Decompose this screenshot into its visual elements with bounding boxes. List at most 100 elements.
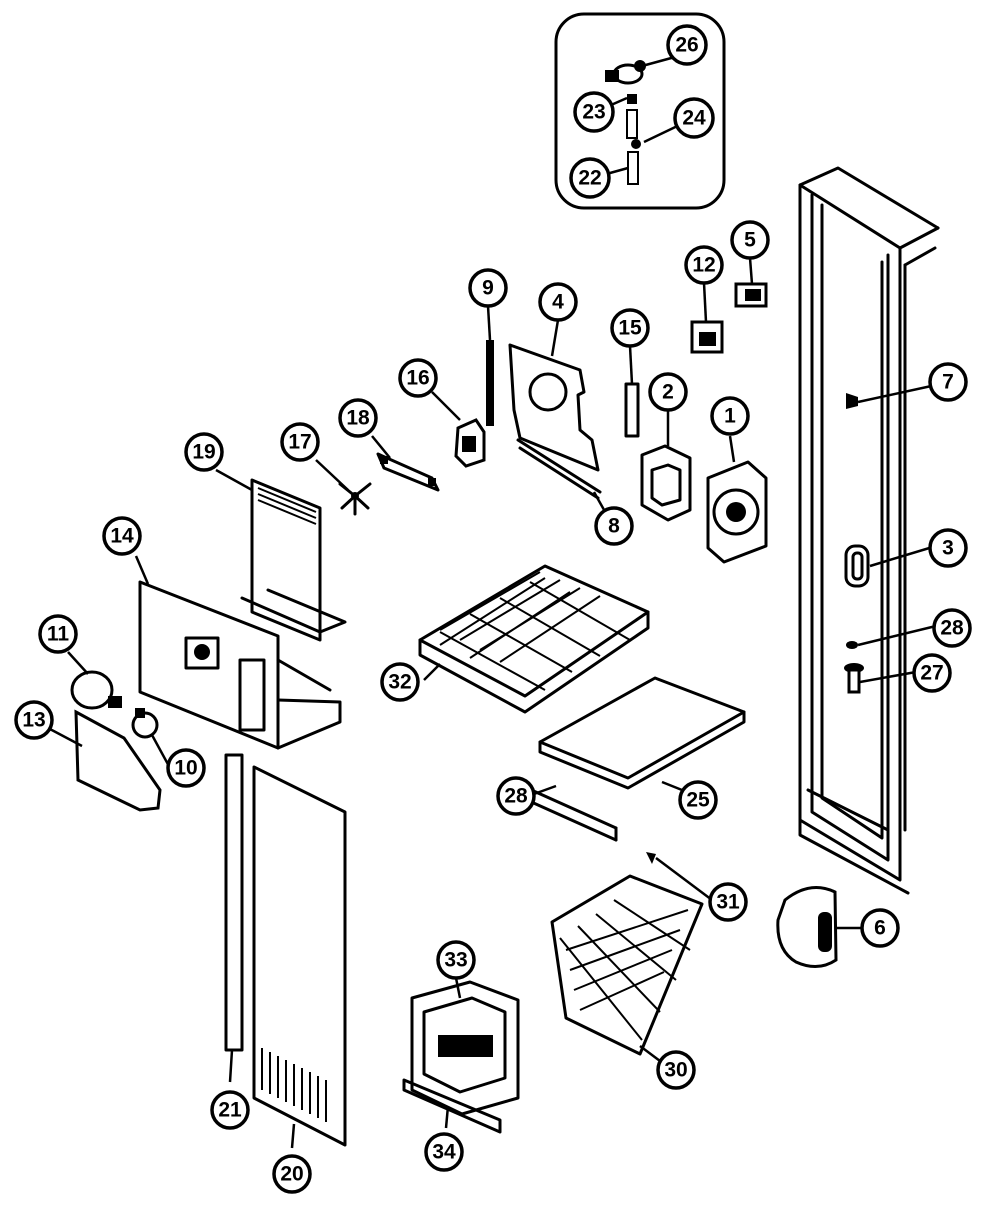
svg-text:32: 32: [388, 671, 411, 694]
leader-lines: [47, 52, 937, 1149]
callout-28-lower: 28: [496, 776, 536, 816]
svg-text:26: 26: [675, 34, 698, 57]
callout-17: 17: [280, 422, 320, 462]
callout-19: 19: [184, 432, 224, 472]
svg-text:13: 13: [22, 709, 45, 732]
callout-7: 7: [928, 362, 968, 402]
callout-33: 33: [436, 940, 476, 980]
svg-text:14: 14: [110, 525, 134, 548]
svg-text:1: 1: [724, 405, 736, 428]
part-27-hinge: [844, 663, 864, 694]
part-28-washer: [846, 641, 858, 649]
callout-13: 13: [14, 700, 54, 740]
svg-text:25: 25: [686, 789, 710, 812]
svg-text:2: 2: [662, 381, 674, 404]
callout-25: 25: [678, 780, 718, 820]
callout-4: 4: [538, 282, 578, 322]
part-4-evaporator-bracket: [508, 343, 600, 472]
callout-9: 9: [468, 268, 508, 308]
part-32-wire-shelf: [418, 564, 650, 714]
svg-text:8: 8: [608, 515, 620, 538]
part-33-ice-bin: [410, 980, 520, 1116]
svg-text:28: 28: [940, 617, 964, 640]
callout-28-upper: 28: [932, 608, 972, 648]
svg-text:19: 19: [192, 441, 215, 464]
part-2-housing: [640, 444, 692, 522]
part-21-strip: [224, 753, 244, 1052]
callout-10: 10: [166, 748, 206, 788]
part-26-valve: [605, 60, 646, 85]
svg-text:33: 33: [444, 949, 467, 972]
part-7-screw: [846, 393, 858, 409]
callout-30: 30: [656, 1050, 696, 1090]
callout-11: 11: [38, 614, 78, 654]
svg-text:11: 11: [47, 623, 70, 646]
svg-text:17: 17: [288, 431, 311, 454]
callout-31: 31: [708, 882, 748, 922]
callout-23: 23: [573, 91, 615, 133]
part-15-bracket: [624, 382, 640, 438]
svg-text:18: 18: [346, 407, 370, 430]
svg-text:4: 4: [552, 291, 564, 314]
callout-27: 27: [912, 653, 952, 693]
part-8-rod: [516, 438, 602, 500]
part-10-socket: [131, 708, 159, 739]
callout-2: 2: [648, 372, 688, 412]
callout-20: 20: [272, 1154, 312, 1194]
svg-text:16: 16: [406, 367, 429, 390]
callout-24: 24: [673, 97, 715, 139]
part-30-basket: [550, 874, 704, 1056]
svg-text:15: 15: [618, 317, 642, 340]
callout-15: 15: [610, 308, 650, 348]
part-19-panel: [240, 478, 347, 642]
svg-text:23: 23: [582, 101, 605, 124]
part-6-cover: [776, 886, 838, 968]
svg-text:3: 3: [942, 537, 954, 560]
part-11-light-bulb: [70, 670, 122, 710]
part-1-fan-shroud: [706, 460, 768, 564]
callout-3: 3: [928, 528, 968, 568]
part-18-bracket: [376, 452, 440, 492]
svg-text:31: 31: [716, 891, 740, 914]
callout-18: 18: [338, 398, 378, 438]
part-5-thermostat: [734, 282, 768, 308]
svg-text:30: 30: [664, 1059, 687, 1082]
part-23-fitting: [627, 94, 637, 104]
part-3-socket: [844, 544, 870, 588]
part-22-tube: [627, 151, 639, 185]
svg-text:21: 21: [218, 1099, 242, 1122]
callout-12: 12: [684, 245, 724, 285]
svg-text:22: 22: [578, 167, 601, 190]
svg-text:5: 5: [744, 229, 756, 252]
part-13-light-shield: [74, 709, 162, 812]
part-12-switch: [690, 320, 724, 354]
svg-text:9: 9: [482, 277, 494, 300]
callout-32: 32: [380, 662, 420, 702]
svg-text:7: 7: [942, 371, 954, 394]
callout-6: 6: [860, 908, 900, 948]
part-24-clip: [626, 109, 641, 149]
callout-16: 16: [398, 358, 438, 398]
callout-14: 14: [102, 516, 142, 556]
part-31-clip: [646, 852, 656, 864]
svg-text:34: 34: [432, 1141, 456, 1164]
callout-22: 22: [569, 157, 611, 199]
part-14-control-panel: [138, 580, 342, 750]
part-25-glass-shelf: [538, 676, 746, 790]
cabinet-frame: [798, 166, 940, 895]
callout-1: 1: [710, 396, 750, 436]
part-9-heater: [486, 340, 494, 426]
svg-text:12: 12: [692, 254, 715, 277]
svg-text:6: 6: [874, 917, 886, 940]
part-34-trim: [402, 1078, 502, 1134]
svg-text:24: 24: [682, 107, 706, 130]
callout-34: 34: [424, 1132, 464, 1172]
part-20-back-panel: [252, 765, 347, 1147]
svg-text:10: 10: [174, 757, 197, 780]
callout-5: 5: [730, 220, 770, 260]
svg-text:28: 28: [504, 785, 528, 808]
svg-text:20: 20: [280, 1163, 303, 1186]
callout-8: 8: [594, 506, 634, 546]
callout-26: 26: [666, 24, 708, 66]
